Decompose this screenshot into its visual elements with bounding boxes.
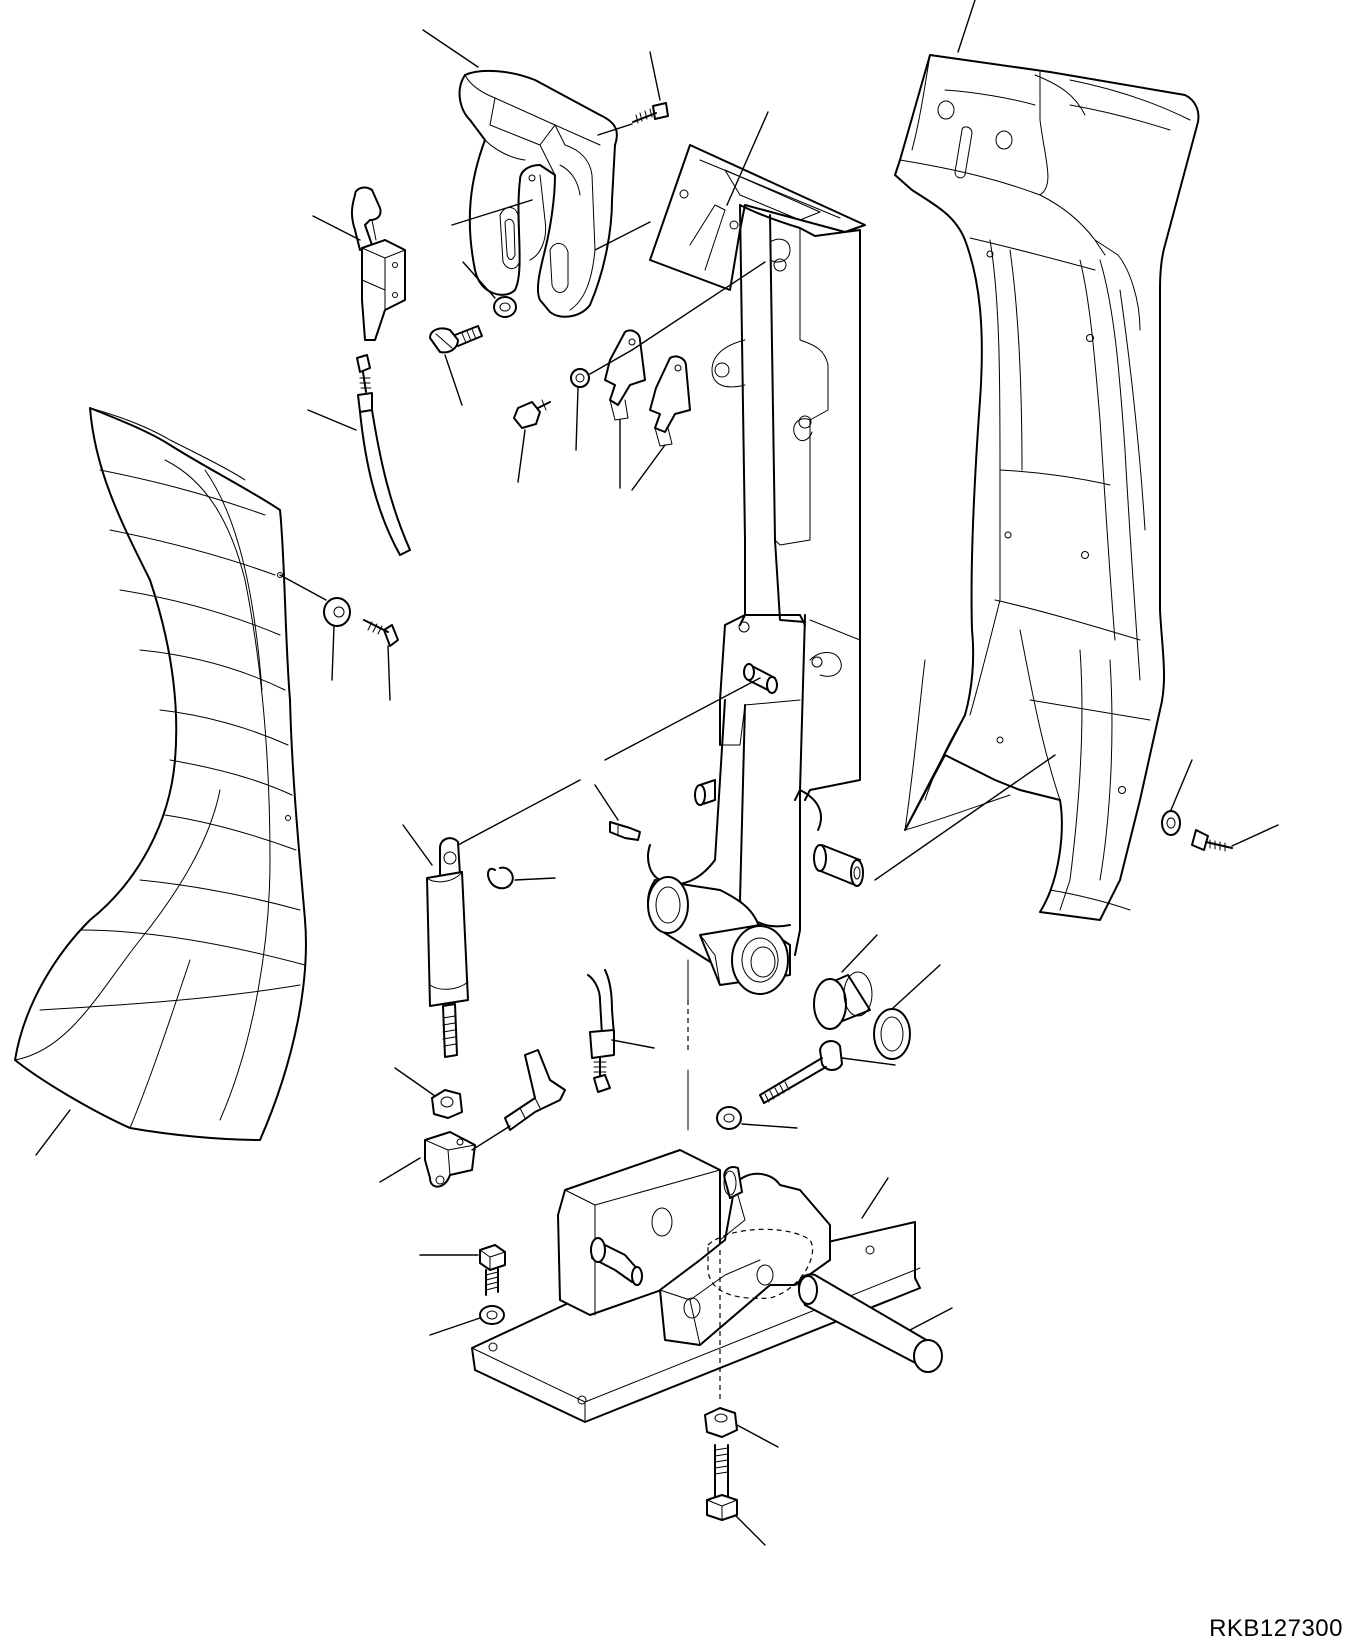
clip — [604, 329, 646, 421]
console-frame — [647, 144, 866, 995]
bolt — [513, 399, 551, 429]
bolt — [429, 325, 483, 354]
nut — [704, 1407, 738, 1438]
clip — [424, 1131, 476, 1188]
base-plate — [471, 1149, 921, 1423]
right-cover — [894, 54, 1200, 921]
nut — [431, 1089, 463, 1119]
snap-ring — [487, 866, 514, 890]
clip — [504, 1049, 566, 1131]
bolt — [759, 1040, 843, 1104]
washer — [493, 296, 517, 318]
control-cable — [356, 354, 411, 556]
control-cable — [587, 969, 615, 1093]
drawing-code: RKB127300 — [1209, 1615, 1343, 1642]
gas-spring — [426, 837, 469, 1058]
bolt — [706, 1444, 738, 1521]
washer — [323, 597, 351, 627]
screw — [632, 102, 669, 124]
washer — [1161, 810, 1181, 836]
pivot-shaft — [797, 1273, 943, 1373]
lever-switch — [351, 186, 406, 341]
washer — [716, 1106, 742, 1130]
washer — [570, 368, 590, 388]
bushing — [813, 971, 873, 1030]
washer — [479, 1305, 505, 1325]
clip — [609, 821, 641, 841]
screw — [363, 619, 399, 647]
bolt — [479, 1244, 506, 1296]
left-cover — [14, 407, 307, 1141]
clip — [649, 355, 691, 447]
screw — [1191, 829, 1233, 852]
washer — [873, 1008, 911, 1060]
handle-grip — [458, 69, 618, 318]
